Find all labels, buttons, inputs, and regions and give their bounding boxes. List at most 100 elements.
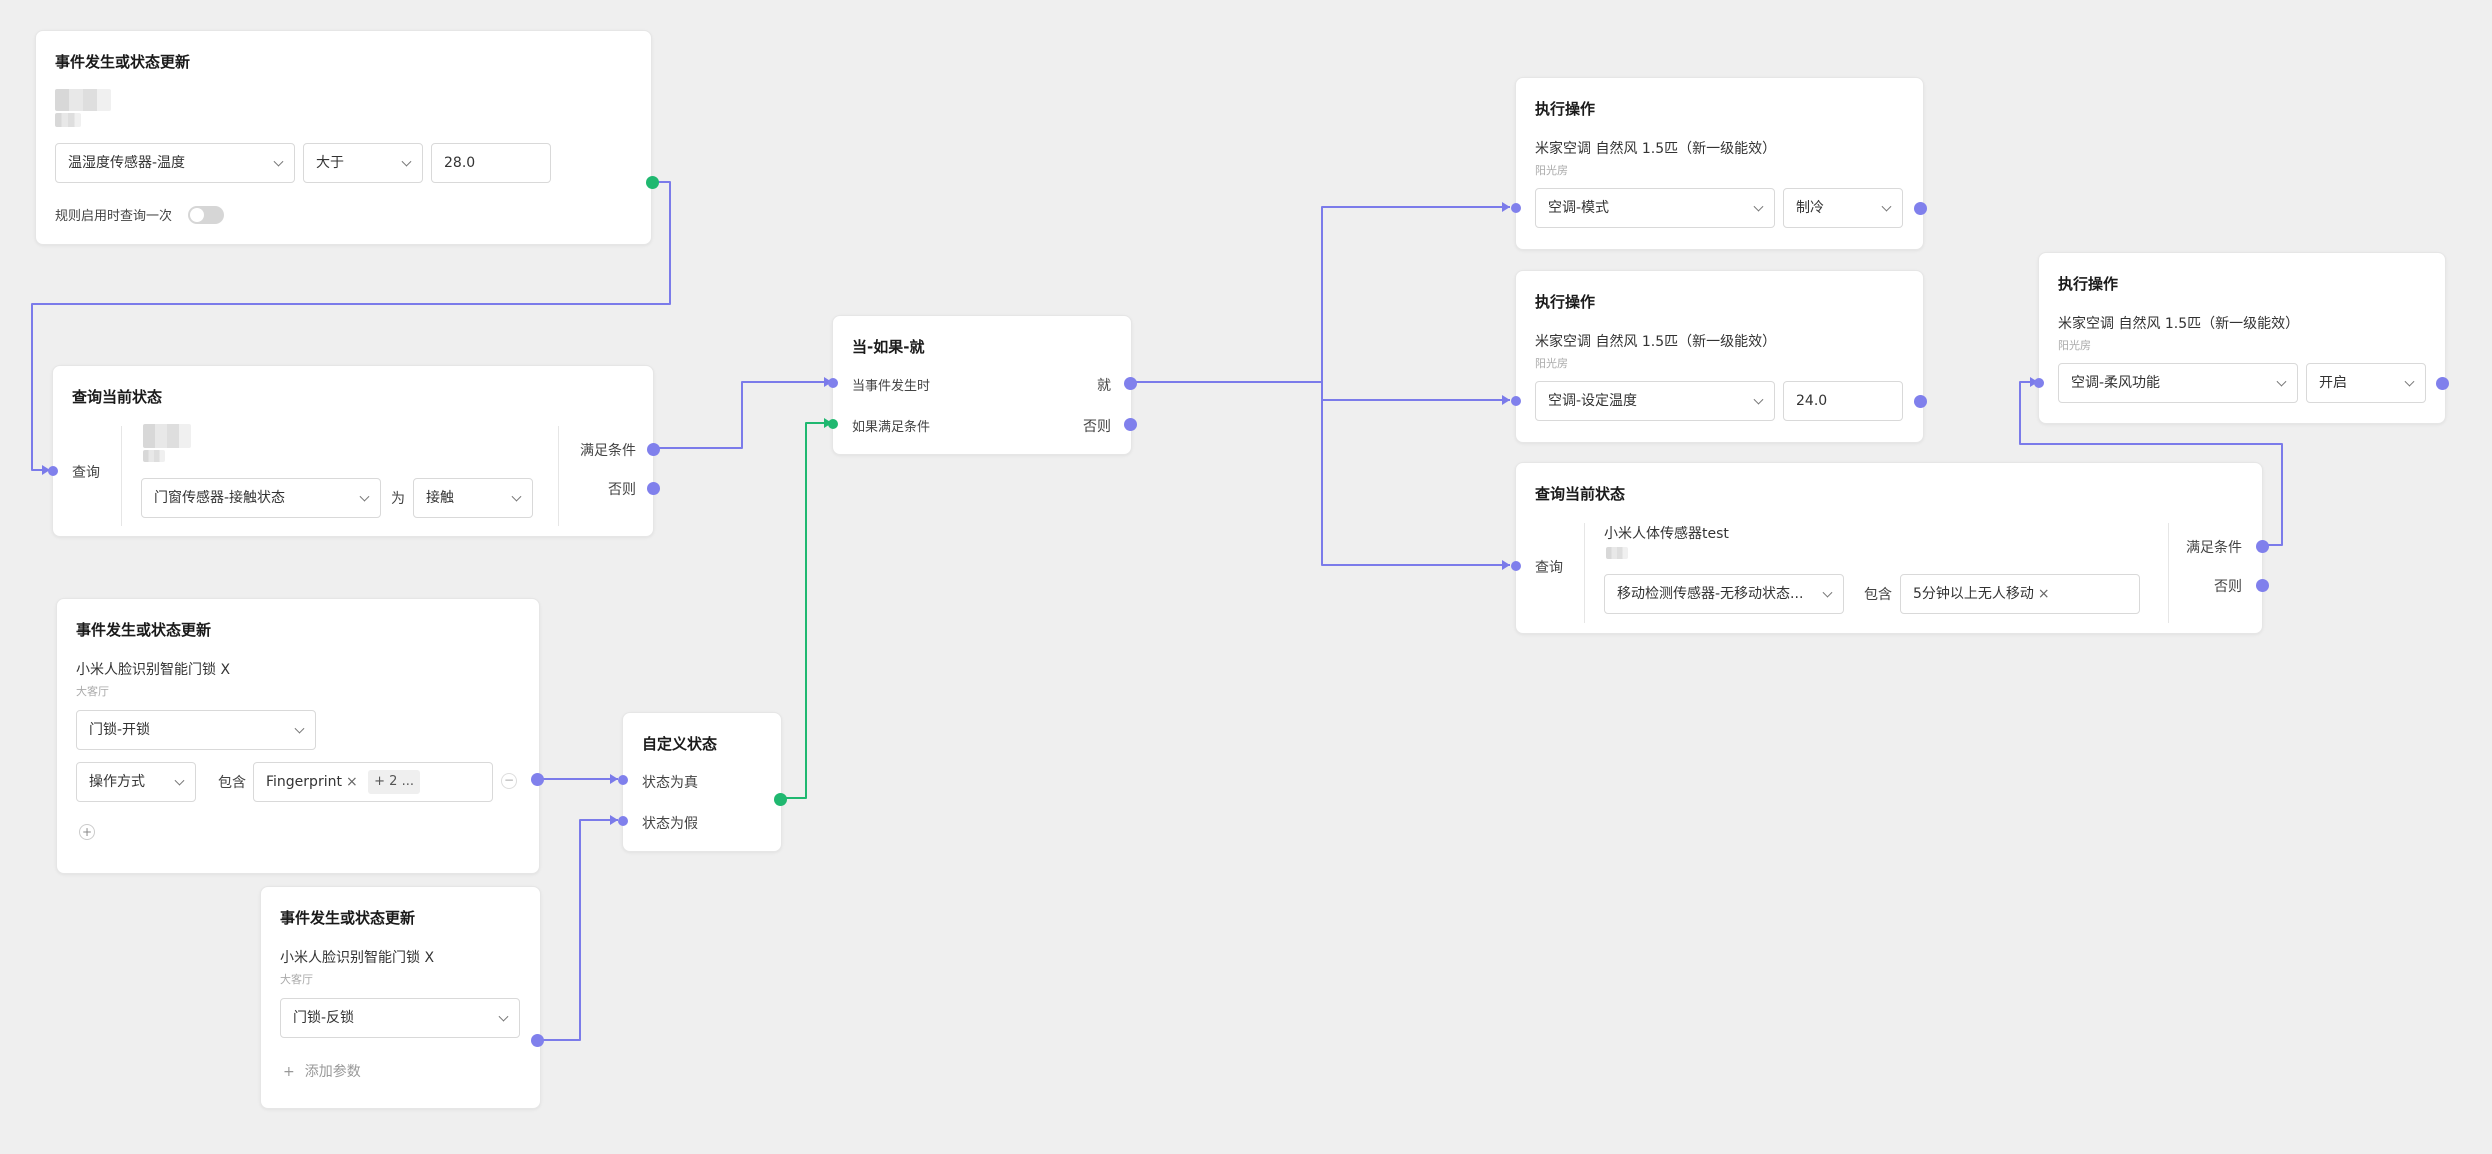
chevron-down-icon	[174, 775, 185, 786]
close-icon[interactable]: ×	[345, 774, 358, 790]
param-select[interactable]: 移动检测传感器-无移动状态...	[1604, 574, 1844, 614]
chevron-down-icon	[511, 491, 522, 502]
output-false-label: 否则	[2214, 579, 2242, 595]
output-port[interactable]	[774, 793, 787, 806]
action-node-ac-mode[interactable]: 执行操作 米家空调 自然风 1.5匹（新一级能效） 阳光房 空调-模式 制冷	[1511, 77, 1927, 250]
custom-state-node[interactable]: 自定义状态 状态为真 状态为假	[618, 712, 787, 852]
device-name: 米家空调 自然风 1.5匹（新一级能效）	[1535, 334, 1777, 350]
minus-circle-icon[interactable]: −	[501, 773, 517, 789]
node-title: 执行操作	[1535, 100, 1596, 118]
room-name: 阳光房	[1535, 164, 1568, 177]
output-false-port[interactable]	[647, 482, 660, 495]
chevron-down-icon	[2404, 376, 2415, 387]
output-false-label: 否则	[608, 482, 636, 498]
event-node-lock-reverse[interactable]: 事件发生或状态更新 小米人脸识别智能门锁 X 大客厅 门锁-反锁 +添加参数	[260, 886, 544, 1109]
node-title: 当-如果-就	[852, 338, 925, 356]
param-select[interactable]: 空调-柔风功能	[2058, 363, 2298, 403]
output-port[interactable]	[646, 176, 659, 189]
device-name-blurred	[55, 89, 111, 111]
value-select[interactable]: 接触	[413, 478, 533, 518]
operator-select[interactable]: 大于	[303, 143, 423, 183]
wire-lock-reverse-to-state-false	[536, 819, 618, 1041]
when-if-then-node[interactable]: 当-如果-就 当事件发生时 如果满足条件 就 否则	[828, 315, 1137, 455]
output-port[interactable]	[2436, 377, 2449, 390]
input-false-port[interactable]	[618, 816, 628, 826]
output-true-label: 满足条件	[580, 443, 636, 459]
plus-circle-icon[interactable]: +	[79, 824, 95, 840]
input-port[interactable]	[2034, 378, 2044, 388]
toggle-label: 规则启用时查询一次	[55, 209, 173, 224]
query-node-door[interactable]: 查询当前状态 查询 门窗传感器-接触状态 为 接触 满足条件 否则	[48, 365, 660, 537]
node-title: 执行操作	[1535, 293, 1596, 311]
operator-label: 包含	[1864, 587, 1892, 603]
room-name: 大客厅	[76, 685, 109, 698]
chevron-down-icon	[1881, 201, 1892, 212]
plus-icon: +	[283, 1064, 295, 1080]
input-false-label: 状态为假	[642, 816, 698, 832]
node-title: 自定义状态	[642, 735, 718, 753]
value-input[interactable]: 28.0	[431, 143, 551, 183]
add-param-button[interactable]: +添加参数	[283, 1064, 361, 1080]
output-port[interactable]	[531, 773, 544, 786]
device-name: 小米人脸识别智能门锁 X	[280, 950, 435, 966]
input-port[interactable]	[1511, 396, 1521, 406]
output-port[interactable]	[1914, 395, 1927, 408]
input-true-port[interactable]	[618, 775, 628, 785]
tag-input[interactable]: Fingerprint× + 2 ...	[253, 762, 493, 802]
chevron-down-icon	[498, 1011, 509, 1022]
input-port[interactable]	[1511, 561, 1521, 571]
event-node-temperature[interactable]: 事件发生或状态更新 温湿度传感器-温度 大于 28.0 规则启用时查询一次	[35, 30, 659, 245]
output-else-port[interactable]	[1124, 418, 1137, 431]
param-select[interactable]: 门锁-反锁	[280, 998, 520, 1038]
room-name-blurred	[1606, 547, 1628, 559]
value-input[interactable]: 24.0	[1783, 381, 1903, 421]
wire-then-to-mode	[1128, 206, 1510, 383]
output-false-port[interactable]	[2256, 579, 2269, 592]
param-select[interactable]: 温湿度传感器-温度	[55, 143, 295, 183]
tag-more[interactable]: + 2 ...	[368, 770, 420, 794]
toggle-knob	[190, 208, 204, 222]
output-then-label: 就	[1097, 378, 1111, 394]
output-port[interactable]	[531, 1034, 544, 1047]
query-node-motion[interactable]: 查询当前状态 查询 小米人体传感器test 移动检测传感器-无移动状态... 包…	[1511, 462, 2269, 634]
divider	[558, 426, 559, 526]
divider	[121, 426, 122, 526]
wire-then-to-query2	[1321, 382, 1510, 566]
output-true-port[interactable]	[2256, 540, 2269, 553]
wire-custom-state-to-condition	[782, 422, 832, 799]
input-port[interactable]	[1511, 203, 1521, 213]
tag-input[interactable]: 5分钟以上无人移动×	[1900, 574, 2140, 614]
sub-param-select[interactable]: 操作方式	[76, 762, 196, 802]
node-title: 事件发生或状态更新	[76, 621, 212, 639]
room-name-blurred	[143, 450, 165, 462]
device-name-blurred	[143, 424, 191, 448]
value-select[interactable]: 制冷	[1783, 188, 1903, 228]
param-select[interactable]: 门锁-开锁	[76, 710, 316, 750]
room-name: 阳光房	[1535, 357, 1568, 370]
output-then-port[interactable]	[1124, 377, 1137, 390]
action-node-ac-gentle-wind[interactable]: 执行操作 米家空调 自然风 1.5匹（新一级能效） 阳光房 空调-柔风功能 开启	[2034, 252, 2449, 424]
output-true-label: 满足条件	[2186, 540, 2242, 556]
input-port[interactable]	[48, 466, 58, 476]
wire-query-true-to-event	[652, 381, 832, 449]
input-event-port[interactable]	[828, 378, 838, 388]
input-condition-port[interactable]	[828, 419, 838, 429]
output-port[interactable]	[1914, 202, 1927, 215]
param-select[interactable]: 空调-模式	[1535, 188, 1775, 228]
node-title: 事件发生或状态更新	[55, 53, 191, 71]
param-select[interactable]: 空调-设定温度	[1535, 381, 1775, 421]
query-on-enable-toggle[interactable]	[188, 206, 224, 224]
input-event-label: 当事件发生时	[852, 379, 931, 394]
value-select[interactable]: 开启	[2306, 363, 2426, 403]
chevron-down-icon	[2276, 376, 2287, 387]
output-true-port[interactable]	[647, 443, 660, 456]
room-name-blurred	[55, 113, 81, 127]
action-node-ac-temp[interactable]: 执行操作 米家空调 自然风 1.5匹（新一级能效） 阳光房 空调-设定温度 24…	[1511, 270, 1927, 443]
input-label: 查询	[1535, 560, 1563, 576]
node-title: 查询当前状态	[72, 388, 163, 406]
close-icon[interactable]: ×	[2037, 586, 2050, 602]
event-node-lock-open[interactable]: 事件发生或状态更新 小米人脸识别智能门锁 X 大客厅 门锁-开锁 操作方式 包含…	[56, 598, 544, 874]
param-select[interactable]: 门窗传感器-接触状态	[141, 478, 381, 518]
device-name: 米家空调 自然风 1.5匹（新一级能效）	[1535, 141, 1777, 157]
